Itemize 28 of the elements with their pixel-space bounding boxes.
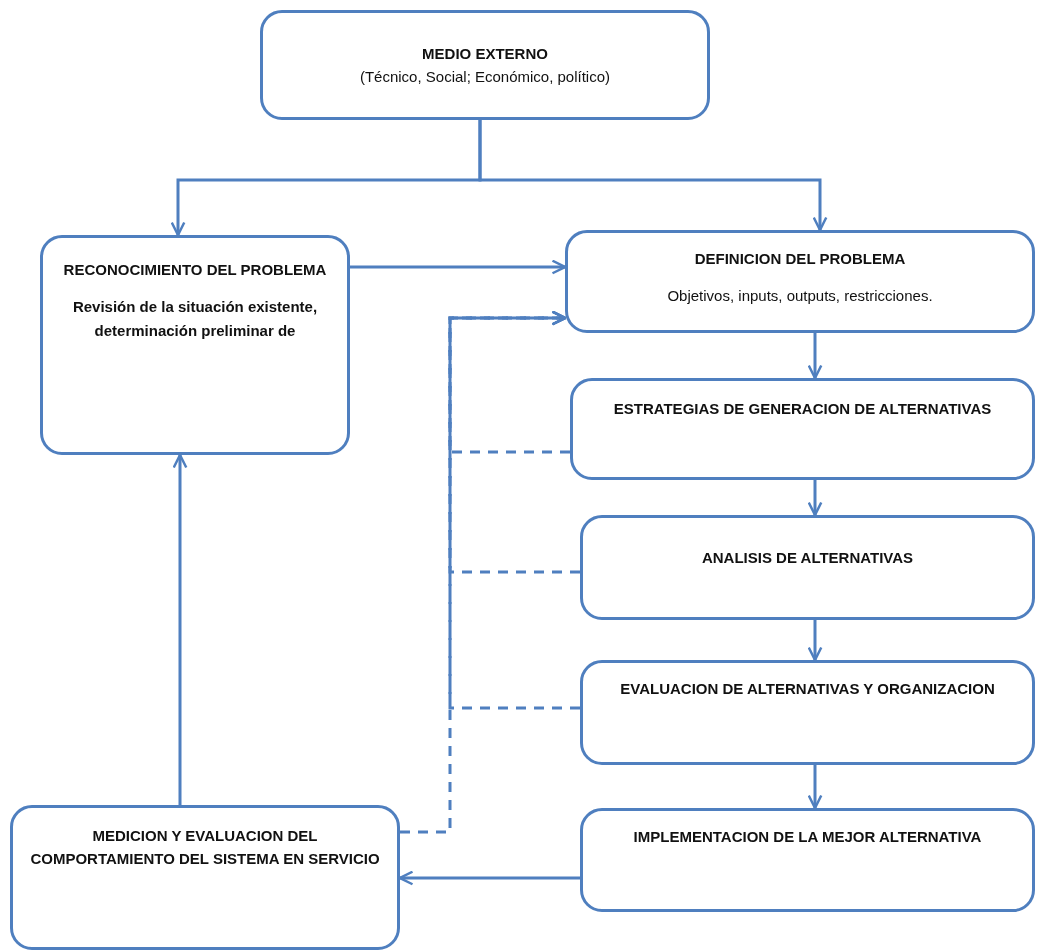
process-box [580,808,1035,912]
box-text: Objetivos, inputs, outputs, restricciones. [667,286,933,307]
box-heading: EVALUACION DE ALTERNATIVAS Y ORGANIZACION [620,679,995,699]
box-text: (Técnico, Social; Económico, político) [359,67,611,87]
process-box [570,378,1035,480]
box-text: Revisión de la situación existente, determinación preliminar de [71,297,319,341]
box-heading: ANALISIS DE ALTERNATIVAS [701,548,914,568]
box-heading: MEDICION Y EVALUACION DEL COMPORTAMIENTO DEL SISTEMA EN SERVICIO [29,826,381,870]
arrow [807,480,823,517]
arrow [350,259,567,275]
process-box [10,805,400,950]
process-box [580,515,1035,620]
box-heading: IMPLEMENTACION DE LA MEJOR ALTERNATIVA [633,827,982,847]
box-heading: DEFINICION DEL PROBLEMA [694,249,906,269]
process-box [580,660,1035,765]
process-box [565,230,1035,333]
process-box [260,10,710,120]
box-heading: ESTRATEGIAS DE GENERACION DE ALTERNATIVAS [613,399,992,419]
box-heading: MEDIO EXTERNO [422,43,548,64]
arrow [807,765,823,810]
arrow [807,620,823,662]
box-heading: RECONOCIMIENTO DEL PROBLEMA [63,260,327,280]
process-box [40,235,350,455]
arrow [398,870,580,886]
arrow [478,120,828,232]
arrow [807,333,823,380]
arrow [172,453,188,805]
dashed-arrow [448,310,580,710]
